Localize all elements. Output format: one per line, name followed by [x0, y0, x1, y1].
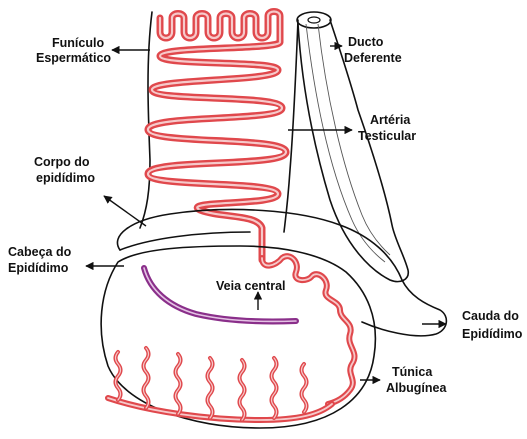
central-vein [144, 268, 296, 321]
label-funiculo-1: Funículo [52, 36, 104, 50]
label-corpo-1: Corpo do [34, 155, 90, 169]
label-tunica-1: Túnica [392, 365, 433, 379]
label-funiculo-2: Espermático [36, 51, 111, 65]
epididymis [117, 210, 446, 336]
label-veia: Veia central [216, 279, 286, 293]
label-tunica-2: Albugínea [386, 381, 447, 395]
label-cabeca-1: Cabeça do [8, 245, 72, 259]
label-cauda-2: Epidídimo [462, 327, 523, 341]
label-cauda-1: Cauda do [462, 309, 519, 323]
label-corpo-2: epidídimo [36, 171, 95, 185]
label-ducto-1: Ducto [348, 35, 384, 49]
testicular-artery-coils [148, 12, 286, 261]
pointer-arrows [86, 46, 446, 380]
label-arteria-1: Artéria [370, 113, 411, 127]
label-arteria-2: Testicular [358, 129, 416, 143]
label-ducto-2: Deferente [344, 51, 402, 65]
diagram-labels: Funículo Espermático Ducto Deferente Art… [8, 35, 523, 395]
label-cabeca-2: Epidídimo [8, 261, 69, 275]
